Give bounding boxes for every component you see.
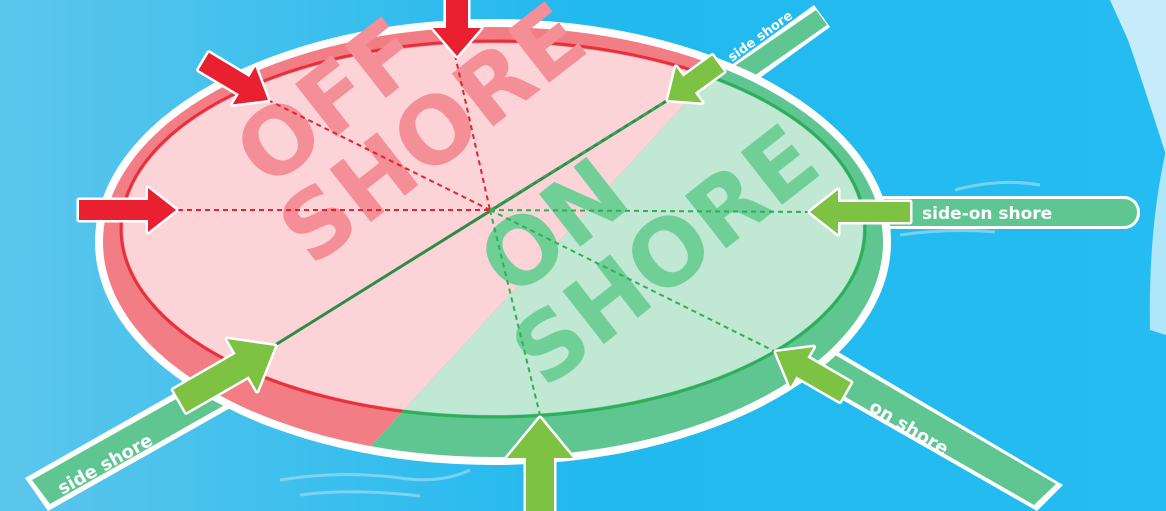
arm-label-side-on-shore: side-on shore: [922, 204, 1052, 224]
